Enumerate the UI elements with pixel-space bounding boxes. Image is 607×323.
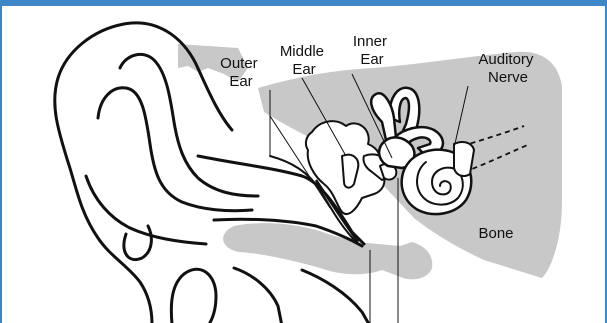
nerve-root-outline [454, 142, 474, 176]
auditory-nerve-label-line2: Nerve [488, 69, 528, 86]
bone-label: Bone [478, 225, 513, 242]
middle-ear-label-line2: Ear [292, 61, 315, 78]
concha-edge [86, 176, 206, 244]
inner-ear-label-line1: Inner [353, 33, 387, 50]
outer-ear-label-line2: Ear [229, 73, 252, 90]
inner-ear-label: Inner Ear [353, 33, 391, 68]
middle-ear-label-line1: Middle [280, 43, 324, 60]
middle-ear-label: Middle Ear [280, 43, 328, 78]
auditory-nerve-label-line1: Auditory [478, 51, 534, 68]
neck-curve [234, 268, 282, 323]
ear-anatomy-diagram: Outer Ear Middle Ear Inner Ear Auditory … [2, 6, 607, 323]
outer-ear-label-line1: Outer [220, 55, 258, 72]
jaw-curve [302, 270, 370, 323]
inner-ear-label-line2: Ear [360, 51, 383, 68]
lower-lobe [171, 269, 216, 323]
neck-contours [234, 268, 370, 323]
